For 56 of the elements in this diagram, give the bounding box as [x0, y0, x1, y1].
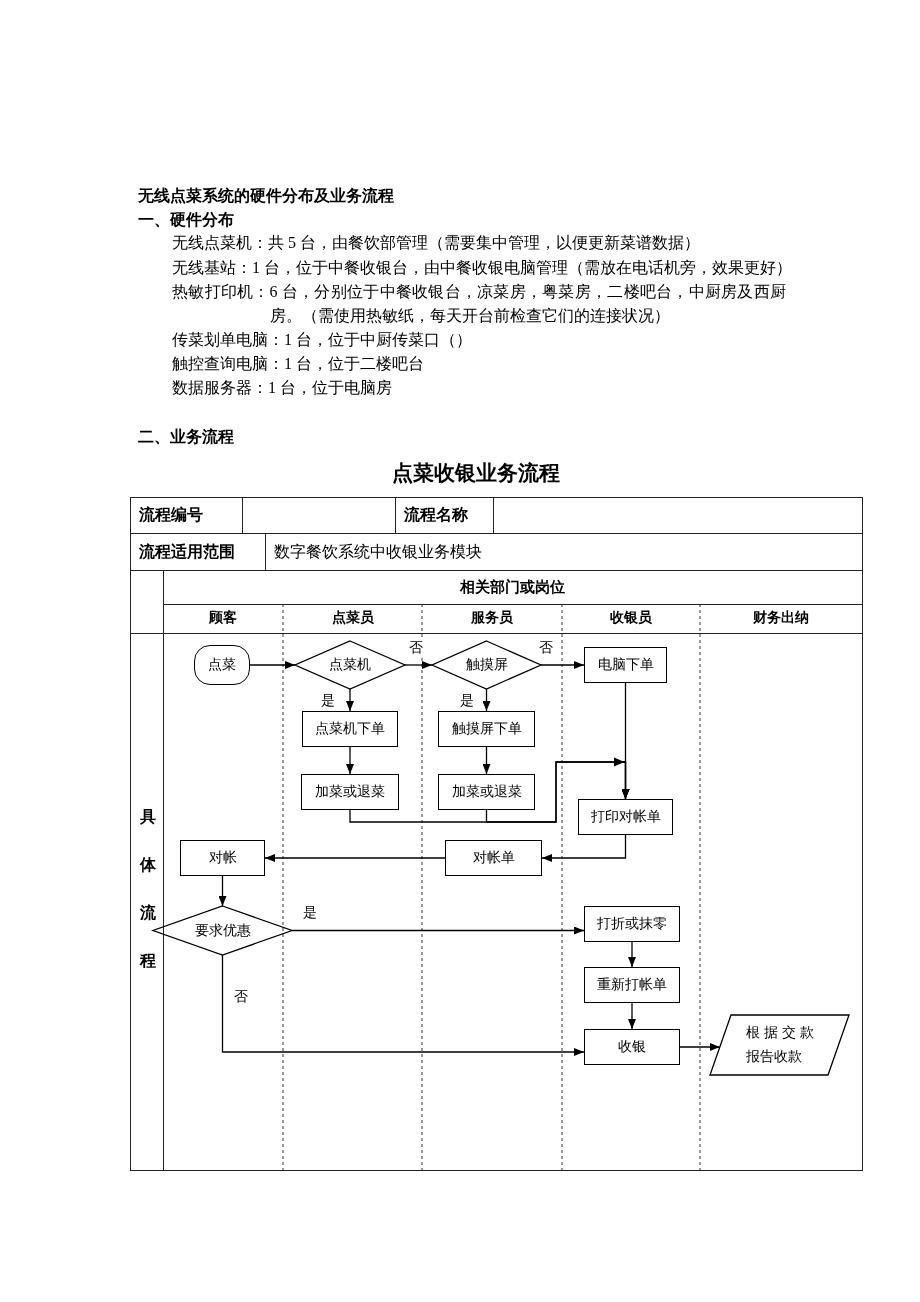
- process-box: 收银: [584, 1029, 680, 1065]
- section-heading: 一、硬件分布: [138, 210, 234, 230]
- field-value: 数字餐饮系统中收银业务模块: [274, 542, 482, 562]
- edge-label: 否: [234, 989, 248, 1005]
- process-box: 打折或抹零: [584, 906, 680, 942]
- section-heading: 二、业务流程: [138, 427, 234, 447]
- process-box: 加菜或退菜: [301, 774, 399, 810]
- arrow: [264, 854, 446, 862]
- arrow: [404, 661, 433, 669]
- edge-label: 是: [321, 693, 335, 709]
- arrow: [218, 875, 227, 907]
- arrow: [346, 688, 354, 712]
- row-heading: 具体流程: [140, 807, 156, 971]
- arrow: [291, 926, 585, 935]
- arrow: [346, 746, 354, 775]
- process-box: 重新打帐单: [584, 967, 680, 1003]
- process-box: 触摸屏下单: [438, 711, 535, 747]
- arrow: [628, 941, 636, 968]
- arrow: [628, 1002, 636, 1030]
- list-item: 无线基站：1 台，位于中餐收银台，由中餐收银电脑管理（需放在电话机旁，效果更好）: [172, 258, 792, 278]
- arrow: [249, 661, 296, 669]
- process-box: 对帐单: [445, 840, 542, 876]
- decision-diamond: 点菜机: [295, 641, 405, 689]
- list-item: 传菜划单电脑：1 台，位于中厨传菜口（）: [172, 330, 472, 350]
- list-item: 数据服务器：1 台，位于电脑房: [172, 378, 392, 398]
- lane-header: 服务员: [471, 609, 513, 627]
- data-parallelogram: 根据交款报告收款: [710, 1015, 849, 1075]
- page-title: 无线点菜系统的硬件分布及业务流程: [138, 186, 394, 206]
- lane-header: 点菜员: [331, 609, 374, 627]
- arrow: [482, 746, 491, 775]
- lane-header: 顾客: [209, 609, 237, 627]
- flowchart-title: 点菜收银业务流程: [392, 460, 560, 487]
- list-item: 触控查询电脑：1 台，位于二楼吧台: [172, 354, 424, 374]
- edge-label: 是: [303, 905, 317, 921]
- process-box: 点菜机下单: [302, 711, 398, 747]
- field-label: 流程编号: [139, 505, 203, 525]
- arrow: [482, 688, 491, 712]
- edge-label: 否: [409, 640, 423, 656]
- arrow: [679, 1043, 721, 1051]
- edge-label: 否: [539, 640, 553, 656]
- list-item: 无线点菜机：共 5 台，由餐饮部管理（需要集中管理，以便更新菜谱数据）: [172, 233, 700, 253]
- lane-header: 收银员: [610, 609, 652, 627]
- lane-header: 财务出纳: [753, 609, 809, 627]
- list-item: 热敏打印机：6 台，分别位于中餐收银台，凉菜房，粤菜房，二楼吧台，中厨房及西厨房。（需使用热敏纸，每天开台前检查它们的连接状况）: [172, 282, 786, 326]
- table-heading: 相关部门或岗位: [460, 578, 565, 597]
- process-box: 加菜或退菜: [438, 774, 535, 810]
- process-box: 对帐: [180, 840, 265, 876]
- process-box: 打印对帐单: [578, 799, 673, 835]
- start-terminal: 点菜: [194, 645, 250, 685]
- process-box: 电脑下单: [584, 647, 667, 683]
- arrow: [540, 661, 585, 669]
- field-label: 流程名称: [404, 505, 468, 525]
- edge-label: 是: [460, 693, 474, 709]
- arrow: [221, 954, 585, 1056]
- arrow: [541, 834, 627, 862]
- field-label: 流程适用范围: [139, 542, 235, 562]
